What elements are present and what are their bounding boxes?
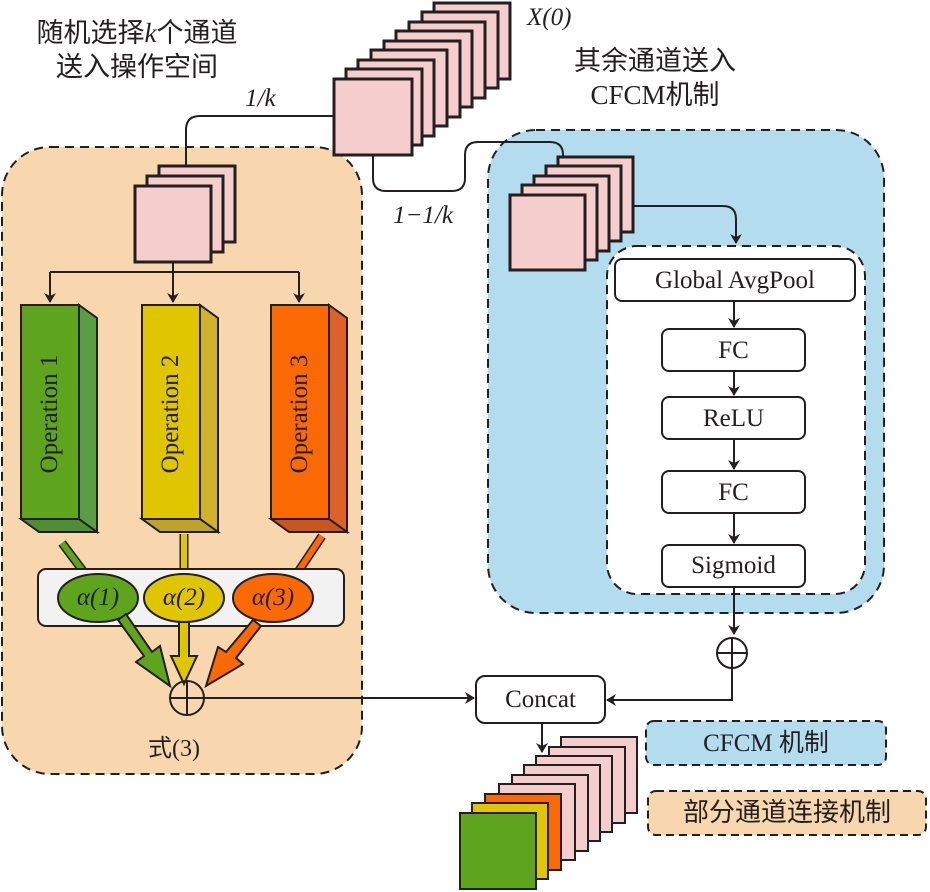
selected-channel-stack (133, 164, 237, 264)
operation-2-label: Operation 2 (157, 354, 184, 474)
rest-line1: 其余通道送入 (574, 46, 736, 76)
ratio-rest-label: 1−1/k (393, 202, 453, 229)
cfcm-channel-stack (508, 155, 635, 272)
input-label: X(0) (527, 4, 572, 31)
legend-cfcm-label: CFCM 机制 (703, 730, 829, 757)
ratio-k-label: 1/k (245, 85, 276, 112)
operation-2-block (138, 303, 222, 534)
arrow-1-over-k (180, 115, 334, 187)
step-global-avgpool: Global AvgPool (655, 267, 815, 294)
stack-to-avgpool-arrow (633, 205, 742, 244)
step-sigmoid: Sigmoid (691, 552, 776, 579)
step-relu: ReLU (702, 405, 765, 432)
caption-k: k (144, 18, 157, 48)
operation-3-block (267, 303, 351, 534)
alpha-3-node (232, 573, 314, 623)
legend-partial-swatch (647, 790, 927, 836)
input-feature-stack (332, 1, 512, 157)
arrow-rest-channels (372, 141, 569, 192)
concat-label: Concat (505, 686, 576, 713)
alpha-1-node (57, 573, 139, 623)
formula-ref-label: 式(3) (148, 736, 200, 762)
cfcm-to-concat-arrow (606, 668, 733, 706)
legend-cfcm-swatch (645, 720, 887, 766)
operation-1-block (17, 303, 101, 534)
legend-partial-label: 部分通道连接机制 (682, 798, 891, 827)
alpha-1-label: α(1) (76, 584, 120, 611)
step-fc-2: FC (718, 479, 749, 506)
branch-arrows (44, 262, 305, 303)
alpha-1-to-sum-arrow (116, 612, 172, 689)
operation-1-label: Operation 1 (36, 354, 63, 474)
output-feature-stack (459, 736, 638, 890)
alpha-3-label: α(3) (251, 584, 295, 611)
caption-text: 随机选择 (36, 18, 145, 48)
alpha-3-to-sum-arrow (204, 618, 263, 689)
caption-text-end: 个通道 (156, 18, 238, 48)
random-select-caption: 随机选择k个通道 送入操作空间 (12, 16, 262, 84)
caption-line2: 送入操作空间 (56, 52, 218, 82)
weighted-sum-node (169, 680, 205, 716)
alpha-2-to-sum-arrow (169, 621, 199, 687)
alpha-2-label: α(2) (162, 584, 206, 611)
concat-box (475, 675, 606, 724)
operation-3-label: Operation 3 (286, 354, 313, 474)
rest-line2: CFCM机制 (590, 80, 720, 110)
cfcm-sum-node (716, 637, 748, 669)
step-fc-1: FC (718, 337, 749, 364)
rest-channels-caption: 其余通道送入 CFCM机制 (555, 44, 755, 112)
